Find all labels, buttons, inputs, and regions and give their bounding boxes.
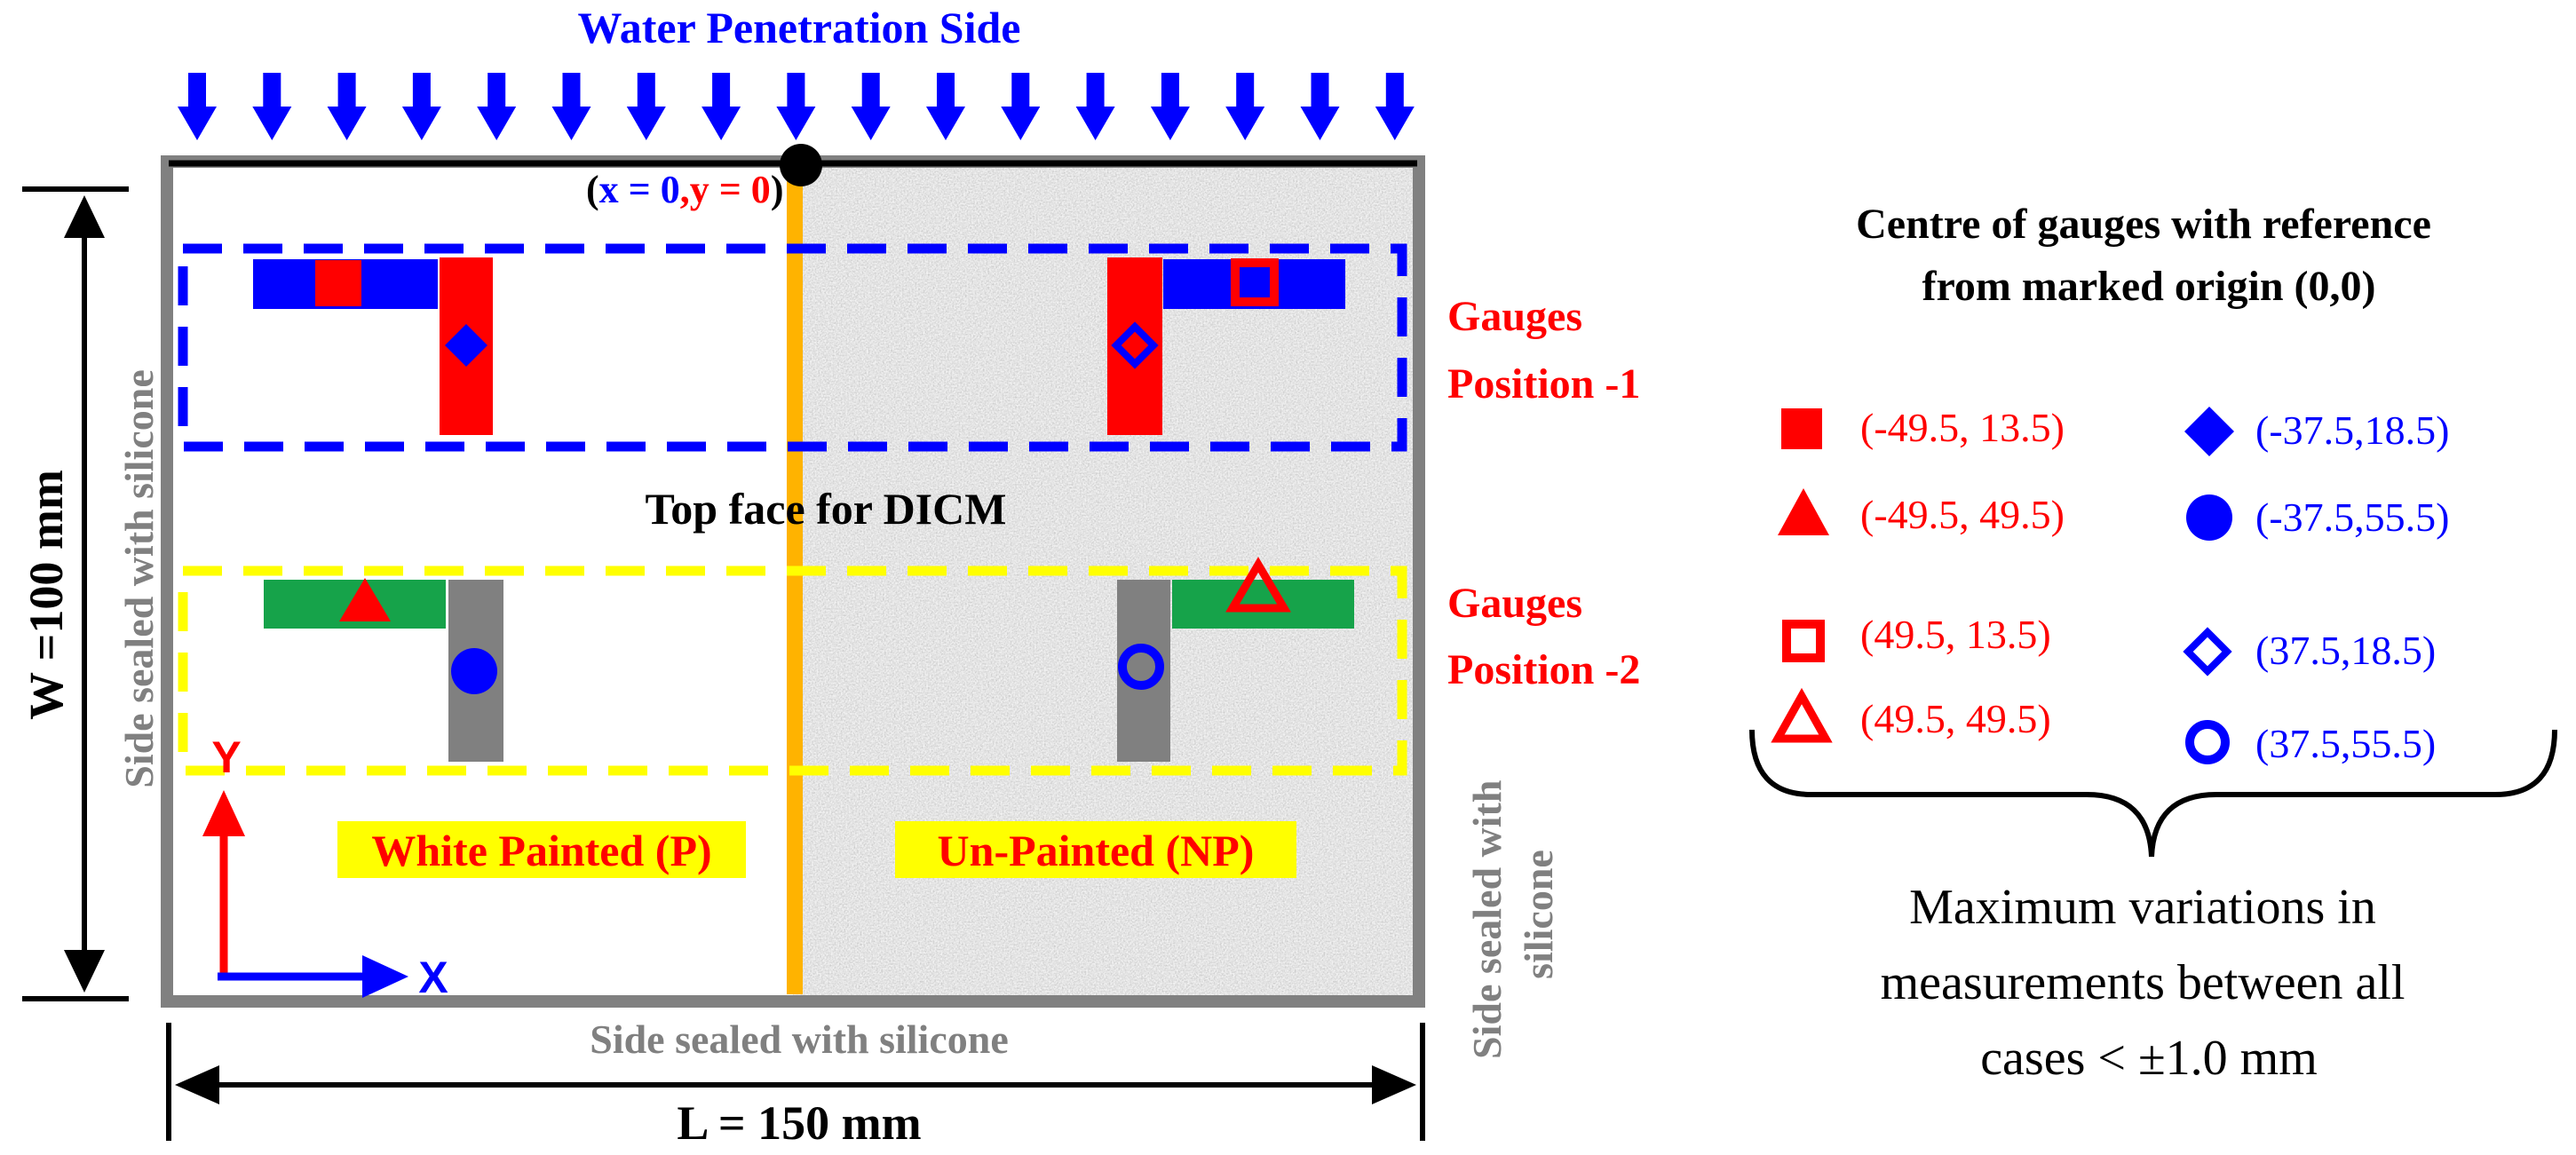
unpainted-label-bg (895, 821, 1296, 878)
y-axis-label: Y (211, 732, 241, 782)
circle-open-marker (1118, 644, 1164, 690)
legend-triangle-open-icon (1771, 687, 1833, 743)
paint-divider (787, 167, 803, 994)
x-axis-arrowhead (362, 955, 408, 998)
side-bottom-label: Side sealed with silicone (590, 1017, 1009, 1062)
origin-label: (x = 0,y = 0) (586, 168, 783, 211)
length-dimension: L = 150 mm (166, 1023, 1425, 1150)
gauge-legend: Centre of gauges with reference from mar… (1749, 201, 2557, 1086)
width-dimension: W =100 mm (20, 186, 129, 1001)
water-arrow-icon (1075, 73, 1115, 140)
diamond-open-marker (1111, 321, 1159, 369)
triangle-filled-marker (339, 578, 391, 621)
legend-circle-filled-icon (2186, 494, 2232, 541)
legend-label-circle-filled: (-37.5,55.5) (2255, 494, 2449, 540)
legend-label-triangle-filled: (-49.5, 49.5) (1860, 492, 2065, 537)
width-label: W =100 mm (20, 470, 73, 720)
side-left-label: Side sealed with silicone (116, 369, 162, 788)
variation-note: Maximum variations in measurements betwe… (1881, 880, 2418, 1086)
gauges-position-1-label: Gauges Position -1 (1447, 293, 1640, 407)
length-label: L = 150 mm (677, 1096, 921, 1150)
water-arrow-icon (1150, 73, 1190, 140)
square-filled-marker (315, 260, 361, 306)
water-arrow-icon (926, 73, 965, 140)
legend-label-square-filled: (-49.5, 13.5) (1860, 405, 2065, 450)
water-penetration-title: Water Penetration Side (578, 3, 1021, 52)
origin-point (780, 144, 822, 186)
legend-square-filled-icon (1781, 408, 1822, 449)
legend-diamond-open-icon (2183, 627, 2232, 676)
water-arrows (178, 73, 1415, 140)
square-open-marker (1231, 258, 1279, 306)
gauges-position-2-label: Gauges Position -2 (1447, 580, 1640, 693)
water-arrow-icon (1001, 73, 1041, 140)
white-painted-label: White Painted (P) (371, 826, 711, 875)
top-face-label: Top face for DICM (646, 484, 1007, 534)
legend-label-circle-open: (37.5,55.5) (2255, 721, 2436, 766)
side-right-label: Side sealed with silicone (1464, 770, 1561, 1059)
water-arrow-icon (1225, 73, 1265, 140)
water-arrow-icon (551, 73, 591, 140)
legend-label-diamond-filled: (-37.5,18.5) (2255, 407, 2449, 453)
water-arrow-icon (1300, 73, 1340, 140)
water-arrow-icon (701, 73, 741, 140)
legend-label-diamond-open: (37.5,18.5) (2255, 628, 2436, 673)
water-arrow-icon (626, 73, 666, 140)
legend-circle-open-icon (2185, 720, 2230, 764)
gauges-position-1-box (178, 243, 1407, 452)
circle-filled-marker (451, 648, 497, 694)
white-painted-label-bg (337, 821, 746, 878)
legend-brace (1749, 729, 2557, 858)
local-axes: Y X (202, 732, 448, 1002)
unpainted-label: Un-Painted (NP) (938, 826, 1255, 875)
gauges-position-2-box (178, 566, 1407, 776)
legend-label-square-open: (49.5, 13.5) (1860, 612, 2051, 657)
legend-square-open-icon (1782, 620, 1825, 662)
water-arrow-icon (851, 73, 891, 140)
y-axis-arrowhead (202, 790, 245, 836)
legend-title: Centre of gauges with reference from mar… (1856, 201, 2442, 310)
legend-diamond-filled-icon (2184, 407, 2234, 456)
legend-label-triangle-open: (49.5, 49.5) (1860, 696, 2051, 741)
diamond-filled-marker (445, 324, 487, 367)
water-arrow-icon (178, 73, 217, 140)
triangle-open-marker (1225, 557, 1291, 613)
water-arrow-icon (776, 73, 816, 140)
water-arrow-icon (252, 73, 292, 140)
water-arrow-icon (477, 73, 517, 140)
x-axis-label: X (418, 953, 448, 1002)
water-arrow-icon (401, 73, 441, 140)
water-arrow-icon (1375, 73, 1415, 140)
legend-triangle-filled-icon (1778, 488, 1829, 535)
water-arrow-icon (327, 73, 367, 140)
